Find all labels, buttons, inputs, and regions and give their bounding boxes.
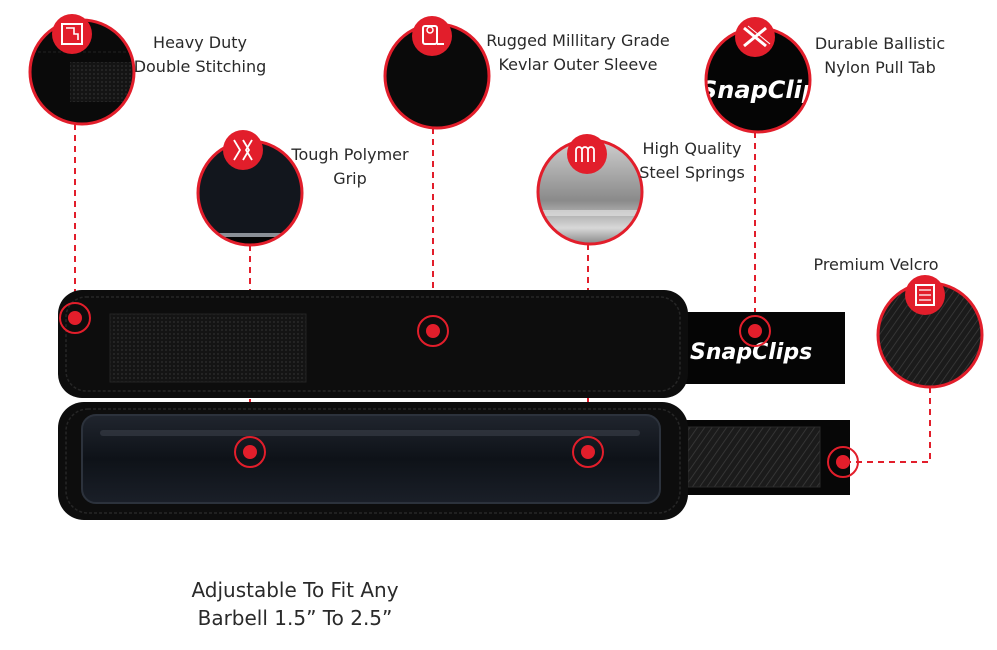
zoom-springs xyxy=(536,138,644,246)
caption-line1: Adjustable To Fit Any xyxy=(191,578,399,602)
hotspot-grip xyxy=(234,436,266,468)
feature-label-stitching: Heavy Duty Double Stitching xyxy=(133,31,267,79)
adjustable-fit-caption: Adjustable To Fit Any Barbell 1.5” To 2.… xyxy=(170,576,420,632)
feature-label-sleeve: Rugged Millitary Grade Kevlar Outer Slee… xyxy=(478,29,678,77)
wrist-strap-illustration: SnapClips xyxy=(58,290,850,520)
hook-patch xyxy=(109,313,307,383)
zoom-brand-text: SnapClips xyxy=(700,76,833,104)
feature-line2: Grip xyxy=(333,169,367,188)
hotspot-pulltab xyxy=(739,315,771,347)
feature-line2: Double Stitching xyxy=(133,57,267,76)
connector-lines xyxy=(74,124,931,463)
feature-line1: Durable Ballistic xyxy=(814,34,946,53)
hotspot-sleeve xyxy=(417,315,449,347)
feature-label-pulltab: Durable Ballistic Nylon Pull Tab xyxy=(808,32,952,80)
top-pull-tab xyxy=(670,312,845,384)
feature-line1: High Quality xyxy=(642,139,742,158)
feature-line1: Tough Polymer xyxy=(291,145,409,164)
tab-brand-text: SnapClips xyxy=(690,340,812,365)
caption-line2: Barbell 1.5” To 2.5” xyxy=(197,606,393,630)
hotspot-springs xyxy=(572,436,604,468)
polymer-grip-pad xyxy=(81,414,661,504)
feature-line2: Nylon Pull Tab xyxy=(824,58,936,77)
feature-label-springs: High Quality Steel Springs xyxy=(630,137,754,185)
velcro-patch xyxy=(687,426,821,488)
hotspot-markers xyxy=(59,302,859,478)
feature-line2: Steel Springs xyxy=(639,163,745,182)
spring-icon xyxy=(567,134,607,174)
feature-line1: Heavy Duty xyxy=(153,33,247,52)
feature-line1: Rugged Millitary Grade xyxy=(486,31,670,50)
hotspot-stitching xyxy=(59,302,91,334)
feature-label-velcro: Premium Velcro xyxy=(796,253,956,277)
stitching-icon xyxy=(52,14,92,54)
crossed-straps-icon xyxy=(735,17,775,57)
feature-line1: Premium Velcro xyxy=(813,255,939,274)
velcro-icon xyxy=(905,275,945,315)
feature-label-grip: Tough Polymer Grip xyxy=(282,143,418,191)
fabric-roll-icon xyxy=(412,16,452,56)
hotspot-velcro xyxy=(827,446,859,478)
connector-velcro xyxy=(850,387,931,463)
grip-icon xyxy=(223,130,263,170)
feature-line2: Kevlar Outer Sleeve xyxy=(498,55,658,74)
